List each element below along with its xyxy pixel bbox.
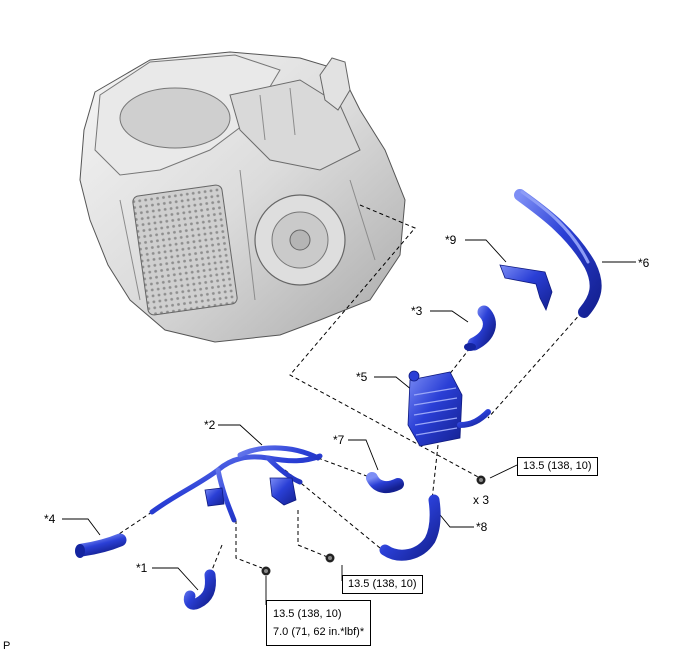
pipe-2-clamp <box>204 487 225 507</box>
side-cover <box>132 184 238 316</box>
oil-cooler-fins <box>413 387 458 436</box>
bolt-center <box>325 553 335 563</box>
bracket-9 <box>499 264 553 312</box>
hose-3-end <box>464 343 476 351</box>
hose-4-end <box>75 544 85 558</box>
leader-c2 <box>218 424 263 446</box>
torque-spec-lower: 13.5 (138, 10) 7.0 (71, 62 in.*lbf)* <box>266 600 372 646</box>
torque-spec-lower-line2: 7.0 (71, 62 in.*lbf)* <box>273 626 365 638</box>
callout-9: *9 <box>445 233 457 247</box>
hose-1 <box>183 569 216 610</box>
hose-8 <box>379 494 441 561</box>
hose-3 <box>467 305 496 351</box>
leader-bracket-to-bolt-lower <box>235 520 263 569</box>
torque-spec-lower-line1: 13.5 (138, 10) <box>273 608 342 620</box>
hose-7 <box>366 472 404 494</box>
leader-c7 <box>348 439 379 471</box>
leader-c8 <box>435 509 474 528</box>
callout-2: *2 <box>204 418 216 432</box>
output-flange-hub <box>289 229 311 251</box>
leader-pipe2-to-hose7 <box>317 457 373 479</box>
pipe-2-main <box>149 453 323 515</box>
quantity-note: x 3 <box>473 493 490 507</box>
leader-c3 <box>430 310 469 323</box>
leader-lines <box>109 204 583 576</box>
leader-c4 <box>62 518 101 536</box>
bolts <box>261 475 486 576</box>
hose-4 <box>75 533 127 557</box>
torque-spec-center: 13.5 (138, 10) <box>342 575 423 594</box>
pipe-2-bracket <box>269 477 297 506</box>
hose-6-highlight <box>520 190 590 264</box>
leader-c9 <box>465 239 507 263</box>
oil-cooler-5 <box>407 371 463 447</box>
callout-4: *4 <box>44 512 56 526</box>
housing-ribs <box>119 87 376 301</box>
oil-cooler-outlet-pipe <box>457 409 491 428</box>
oil-cooler-assembly <box>75 189 602 610</box>
pipe-2-secondary <box>215 445 321 523</box>
leader-c5 <box>374 376 413 391</box>
leader-pipe2-to-hose1 <box>209 544 223 576</box>
shift-lever-bracket <box>319 57 351 111</box>
callout-leaders <box>62 239 636 605</box>
callout-1: *1 <box>136 561 148 575</box>
leader-cooler-to-hose8 <box>431 444 439 501</box>
oil-cooler-fitting <box>408 370 420 382</box>
torque-spec-right: 13.5 (138, 10) <box>517 457 598 476</box>
bolt-right <box>476 475 486 485</box>
leader-bracket-to-bolt-center <box>297 510 331 559</box>
callout-7: *7 <box>333 433 345 447</box>
leader-c1 <box>152 567 199 591</box>
bolt-lower <box>261 566 271 576</box>
callout-3: *3 <box>411 304 423 318</box>
leader-housing-to-cooler <box>289 204 481 479</box>
transaxle-assembly <box>79 51 406 343</box>
callout-6: *6 <box>638 256 650 270</box>
callout-8: *8 <box>476 520 488 534</box>
leader-spec-right <box>489 464 518 479</box>
leader-hose6-to-cooler <box>487 311 583 419</box>
bell-housing-opening <box>119 87 231 149</box>
corner-mark: P <box>3 640 11 652</box>
callout-5: *5 <box>356 370 368 384</box>
